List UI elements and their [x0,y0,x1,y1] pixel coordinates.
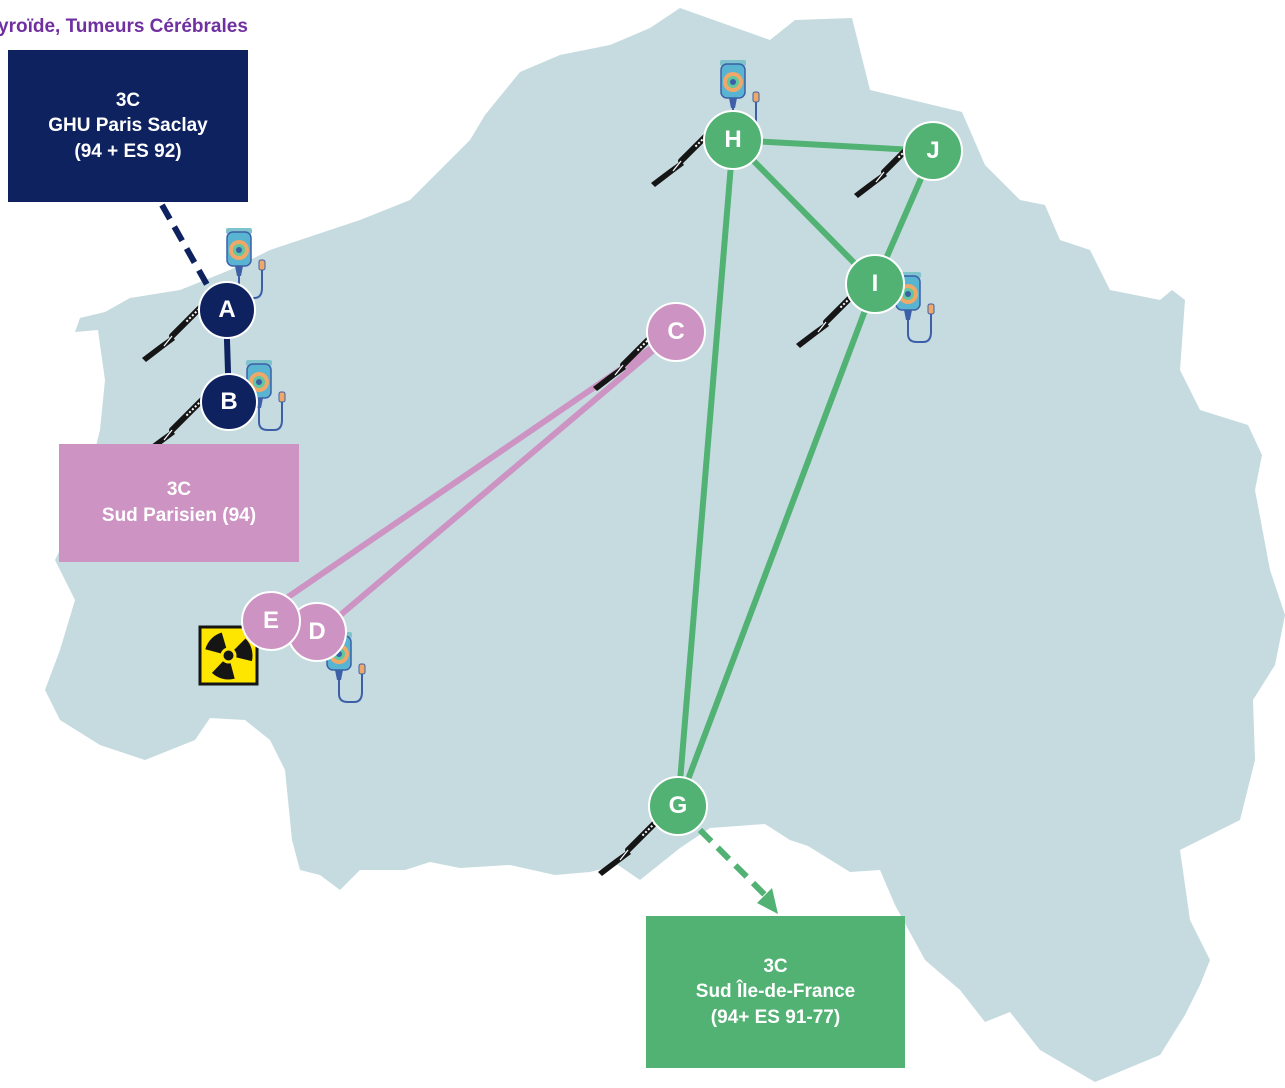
box-label: 3C [166,479,192,501]
node-e: E [241,591,301,651]
box-label: Sud Île-de-France [695,981,856,1003]
territory-map [45,8,1285,1082]
box-label: (94 + ES 92) [74,140,182,162]
link-c-d [316,329,677,637]
link-i-g [675,282,878,808]
3c-sud-parisien-box: 3C Sud Parisien (94) [59,444,299,562]
3c-ghu-paris-saclay-box: 3C GHU Paris Saclay (94 + ES 92) [8,50,248,202]
dashed-connector-ghu [159,203,213,292]
box-label: (94+ ES 91-77) [710,1006,841,1028]
link-h-i [730,137,878,287]
dashed-connector-sud-idf [697,827,773,903]
box-label: 3C [115,89,141,111]
node-i: I [845,254,905,314]
node-a: A [198,281,256,339]
node-g: G [648,776,708,836]
node-c: C [646,302,706,362]
link-h-j [732,137,934,154]
node-j: J [903,121,963,181]
node-b: B [200,373,258,431]
arrow-head-sud-idf [757,888,778,914]
box-label: Sud Parisien (94) [101,505,257,526]
3c-sud-ile-de-france-box: 3C Sud Île-de-France (94+ ES 91-77) [646,916,905,1068]
link-h-g [675,139,736,807]
box-label: GHU Paris Saclay [48,115,208,137]
page-title: yroïde, Tumeurs Cérébrales [0,16,248,37]
box-label: 3C [763,955,788,977]
node-h: H [703,110,763,170]
